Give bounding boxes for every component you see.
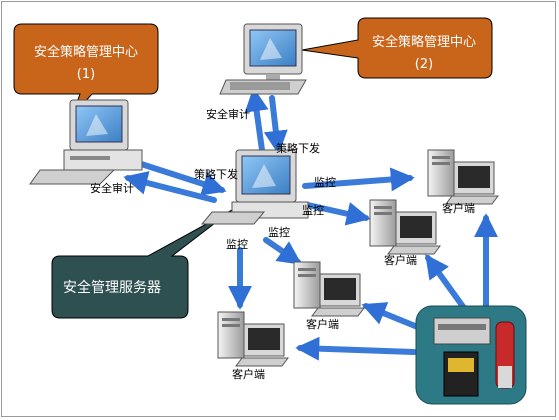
arrow-usb-bottom-left [295,336,417,361]
client-machine-top-right [427,149,499,205]
client-machine-bottom-left [217,311,289,367]
usb-device-cluster [415,305,527,405]
callout-center-1-num: (1) [77,67,95,82]
workstation-center-2 [219,23,307,95]
label-client-top-right: 客户端 [442,201,475,215]
callout-center-2: 安全策略管理中心 (2) [301,17,493,79]
arrow-policy-down [263,95,288,155]
callout-center-1: 安全策略管理中心 (1) [13,23,159,117]
label-client-mid-right: 客户端 [384,253,417,267]
label-monitor-right-top: 监控 [314,175,336,189]
arrow-monitor-top-right [302,167,415,192]
label-monitor-right-mid: 监控 [302,203,324,217]
callout-center-1-title: 安全策略管理中心 [34,44,138,60]
label-client-bottom-left: 客户端 [232,367,265,381]
arrow-policy-right [132,159,227,196]
arrow-monitor-mid-right [305,202,371,226]
callout-center-2-num: (2) [415,57,433,72]
client-machine-mid-right [369,199,441,255]
label-monitor-bottom-left: 监控 [226,237,248,251]
label-policy-top: 策略下发 [276,141,320,155]
label-audit-left: 安全审计 [90,181,134,195]
arrows [123,87,498,361]
label-client-center: 客户端 [306,317,339,331]
arrow-usb-center [361,302,423,331]
label-monitor-bottom-mid: 监控 [268,225,290,239]
callout-center-2-title: 安全策略管理中心 [372,34,476,50]
arrow-audit-left [123,171,217,203]
workstation-center-1 [29,99,143,185]
label-policy-left: 策略下发 [194,167,238,181]
arrow-usb-mid-right [425,254,467,311]
server-machine [200,149,309,225]
label-audit-top: 安全审计 [206,107,250,121]
client-machine-center [293,261,365,317]
callout-server: 安全管理服务器 [51,209,233,319]
arrow-monitor-center [263,237,302,265]
arrow-audit-up [244,87,269,153]
callout-server-title: 安全管理服务器 [63,279,161,296]
